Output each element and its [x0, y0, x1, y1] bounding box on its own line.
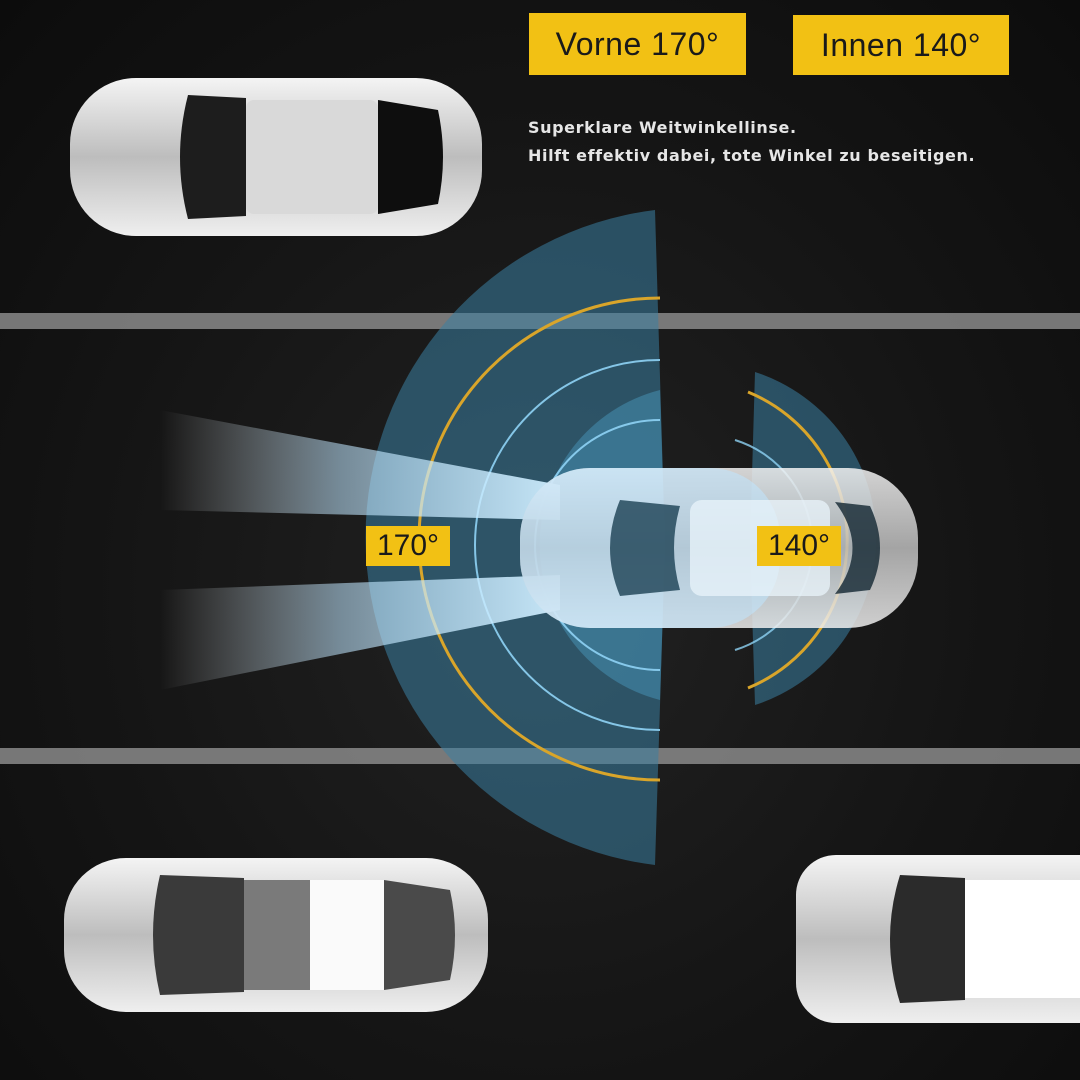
front-angle-badge: Vorne 170°	[529, 13, 746, 75]
headlight-beam-upper	[160, 410, 560, 520]
inner-angle-label: 140°	[757, 526, 841, 566]
center-car	[520, 468, 918, 628]
parked-van-bottom-right	[796, 855, 1080, 1023]
parked-car-top	[70, 78, 482, 236]
parked-car-bottom-left	[64, 858, 488, 1012]
headlight-beam-lower	[160, 575, 560, 690]
tagline-line-2: Hilft effektiv dabei, tote Winkel zu bes…	[528, 146, 976, 165]
tagline-line-1: Superklare Weitwinkellinse.	[528, 118, 797, 137]
front-angle-label: 170°	[366, 526, 450, 566]
inner-angle-badge: Innen 140°	[793, 15, 1009, 75]
tagline: Superklare Weitwinkellinse. Hilft effekt…	[528, 114, 975, 170]
